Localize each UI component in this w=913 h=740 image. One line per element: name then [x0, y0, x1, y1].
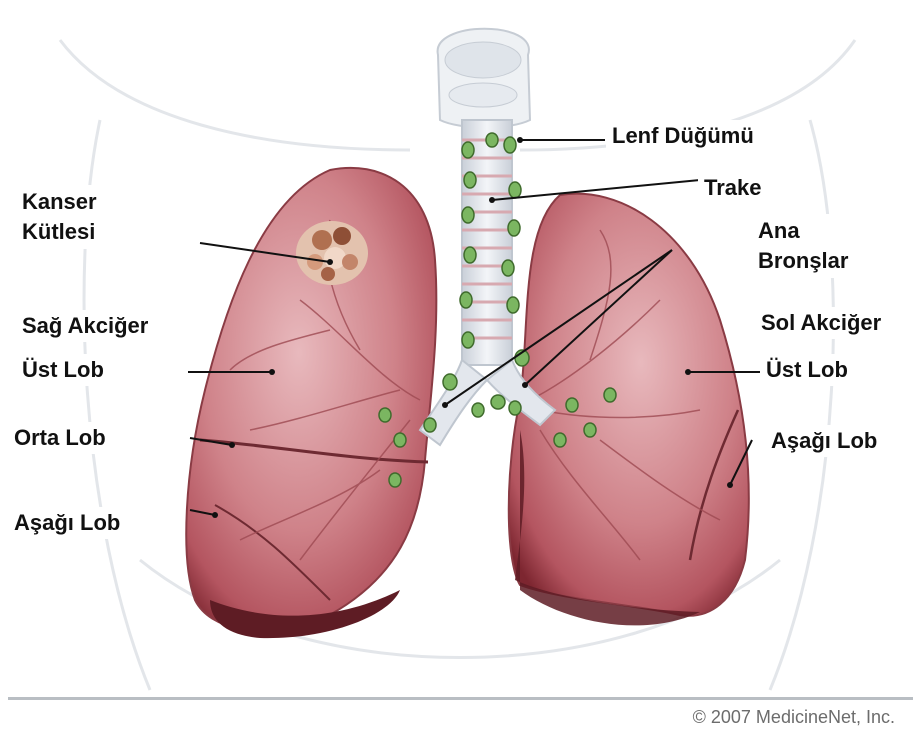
- label-cancer-mass: Kanser Kütlesi: [16, 185, 103, 249]
- label-lymph-node: Lenf Düğümü: [606, 120, 760, 152]
- copyright-text: © 2007 MedicineNet, Inc.: [693, 707, 895, 728]
- footer-divider: [8, 697, 913, 700]
- larynx: [438, 29, 530, 128]
- label-right-lower-lobe: Aşağı Lob: [8, 507, 126, 539]
- label-middle-lobe: Orta Lob: [8, 422, 112, 454]
- label-left-upper-lobe: Üst Lob: [760, 354, 854, 386]
- label-trachea: Trake: [698, 172, 768, 204]
- label-main-bronchi-line2: Bronşlar: [758, 246, 848, 276]
- label-cancer-mass-line1: Kanser: [22, 187, 97, 217]
- label-main-bronchi: Ana Bronşlar: [752, 214, 854, 278]
- label-left-lower-lobe: Aşağı Lob: [765, 425, 883, 457]
- label-cancer-mass-line2: Kütlesi: [22, 217, 97, 247]
- label-main-bronchi-line1: Ana: [758, 216, 848, 246]
- label-left-lung: Sol Akciğer: [755, 307, 887, 339]
- cancer-mass: [296, 221, 368, 285]
- label-right-lung: Sağ Akciğer: [16, 310, 154, 342]
- label-right-upper-lobe: Üst Lob: [16, 354, 110, 386]
